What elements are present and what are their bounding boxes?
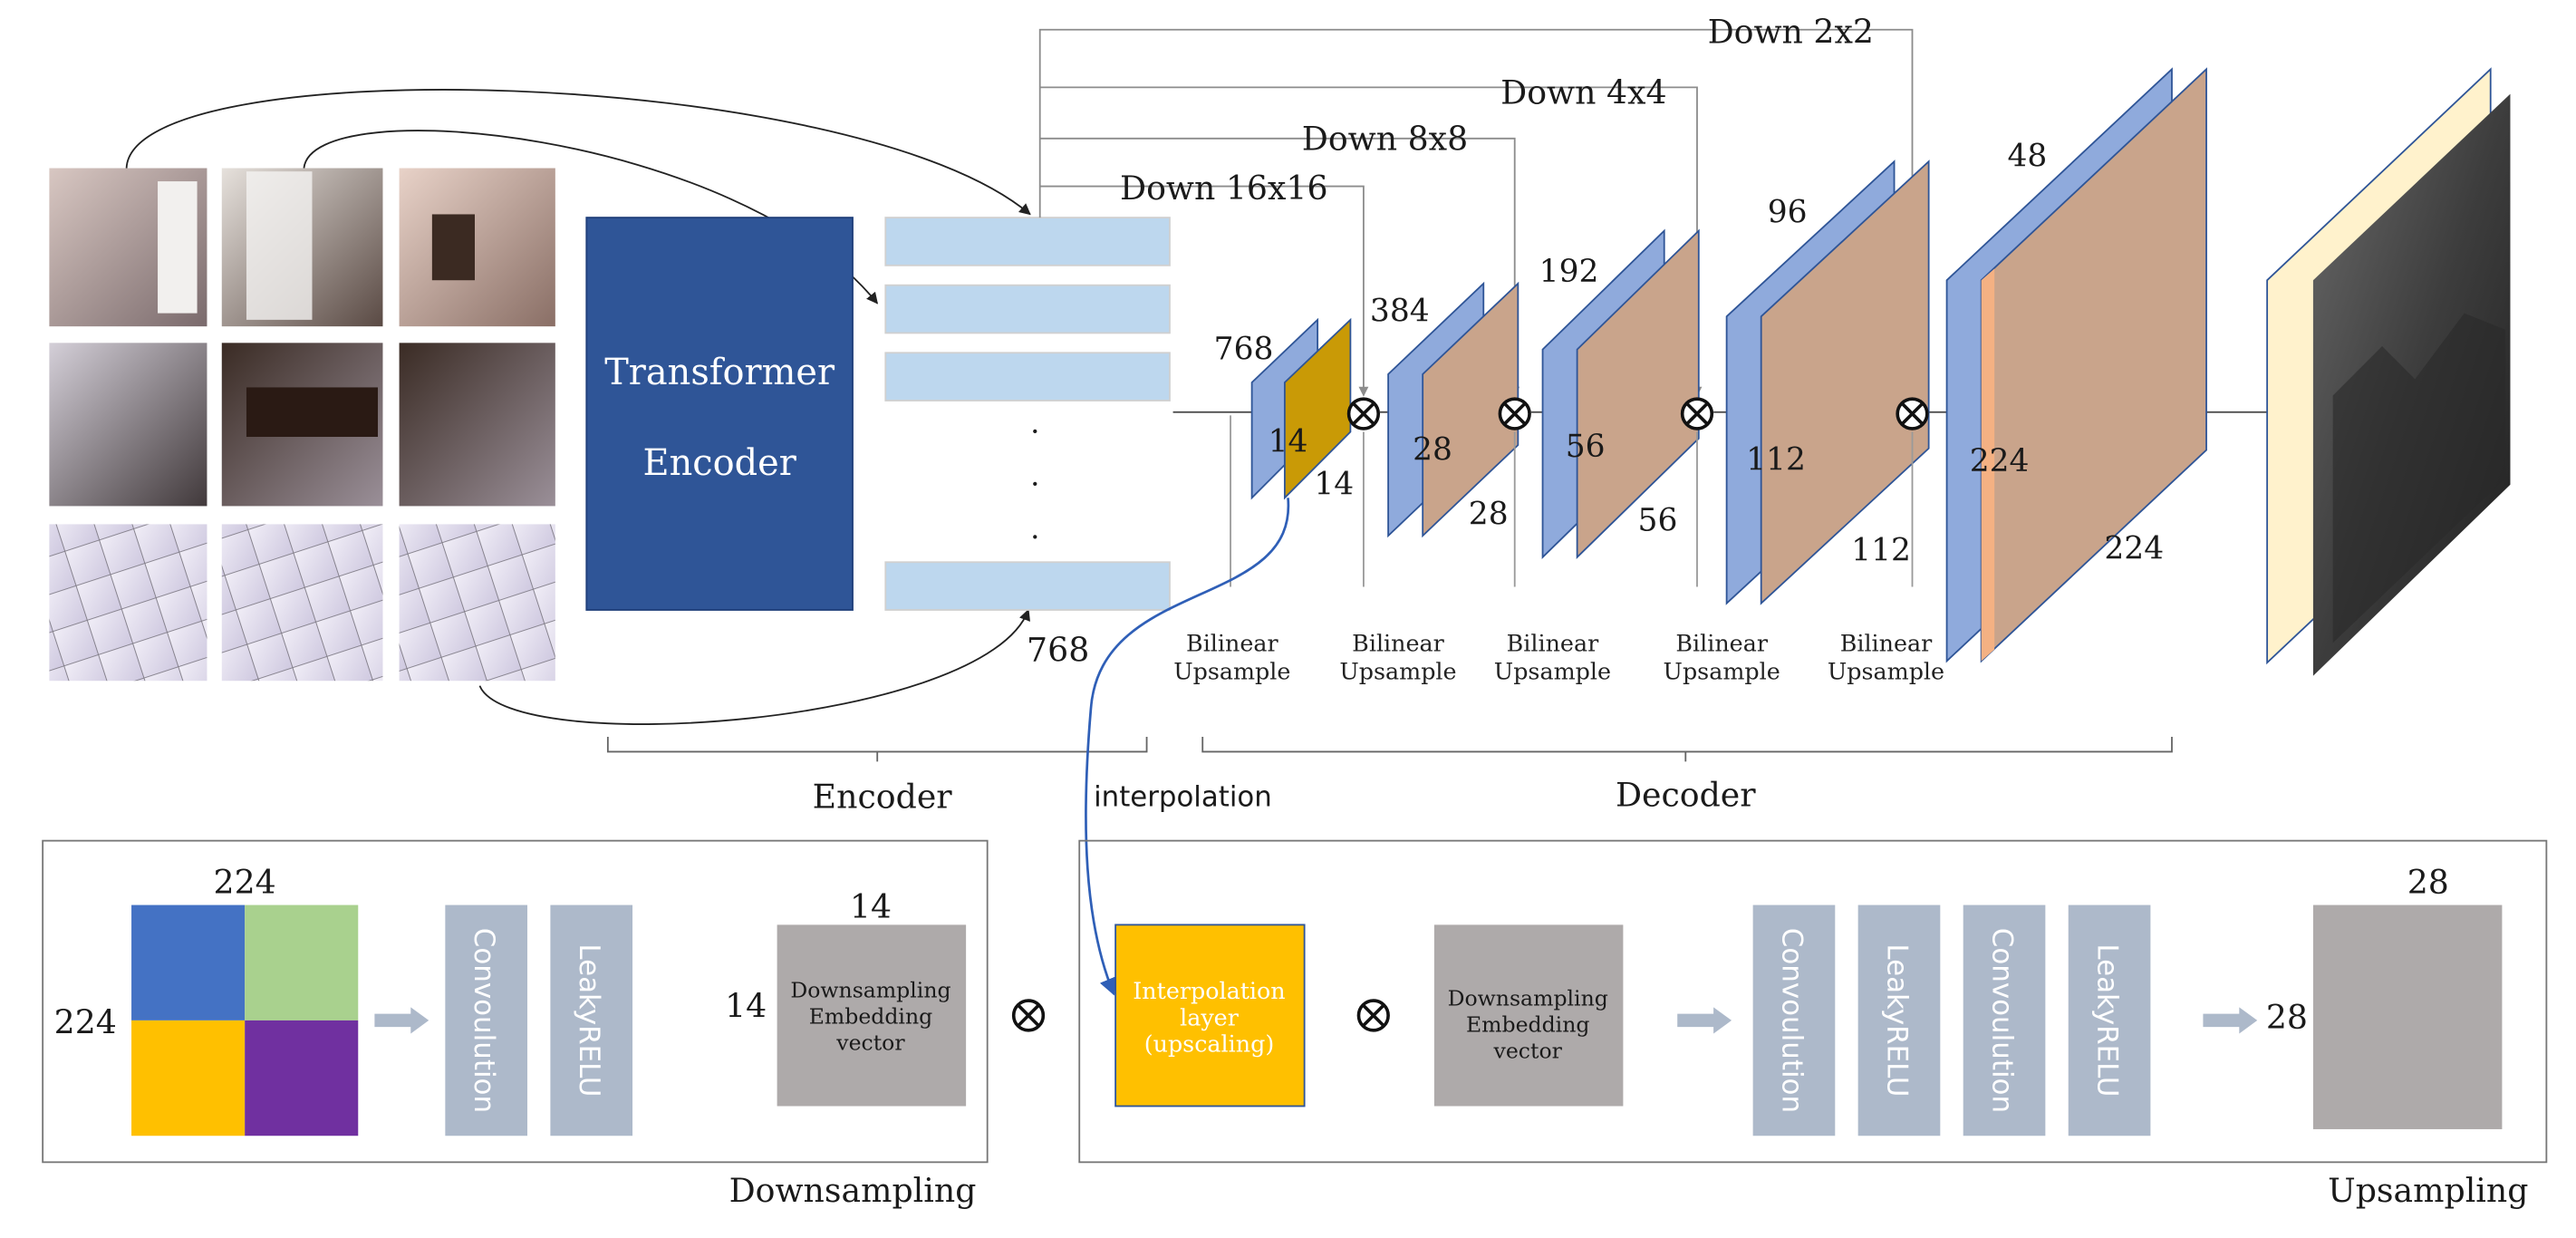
us-relu2-label: LeakyRELU <box>2090 943 2123 1097</box>
quadrant-bottom-right <box>245 1020 359 1136</box>
arrow-right-icon <box>1677 1007 1732 1034</box>
upsampling-section-label: Upsampling <box>2328 1171 2528 1210</box>
out-top-label: 28 <box>2407 863 2449 902</box>
token-dot-1: · <box>1030 414 1039 449</box>
stage3-channels: 192 <box>1539 254 1599 290</box>
otimes-icon <box>1498 397 1531 430</box>
quadrant-top-left <box>131 904 246 1020</box>
interpolation-label: interpolation <box>1094 780 1272 813</box>
upsample-label-4b: Upsample <box>1664 657 1780 684</box>
stage2-width: 28 <box>1469 496 1509 532</box>
embed-left-label: 14 <box>725 986 767 1025</box>
stage4-height: 112 <box>1746 441 1806 478</box>
encoder-section-label: Encoder <box>813 777 953 816</box>
arrow-right-icon <box>374 1007 429 1034</box>
upsampling-panel: Interpolation layer (upscaling) Downsamp… <box>1078 839 2548 1164</box>
ds-conv-label: Convoulution <box>468 928 500 1113</box>
skip-label-down4: Down 4x4 <box>1500 73 1666 112</box>
arrow-right-icon <box>2203 1007 2258 1034</box>
otimes-icon <box>1346 397 1381 430</box>
token-dot-2: · <box>1030 468 1039 502</box>
stage2-channels: 384 <box>1370 294 1430 330</box>
quadrant-top-right <box>245 904 359 1020</box>
upsample-label-4a: Bilinear <box>1675 629 1768 656</box>
interpolation-arrow <box>1085 498 1290 996</box>
encoder-title-line2: Encoder <box>642 442 796 484</box>
upsample-label-3a: Bilinear <box>1507 629 1599 656</box>
token <box>884 352 1171 401</box>
feature-map-stage2 <box>1387 281 1520 538</box>
downsampling-section-label: Downsampling <box>729 1171 977 1210</box>
downsampling-panel: 224 224 Convoulution LeakyRELU 14 14 Dow… <box>42 839 989 1164</box>
upsample-label-1a: Bilinear <box>1186 629 1278 656</box>
feature-map-stage1 <box>1250 317 1352 500</box>
token <box>884 217 1171 266</box>
interp-layer-line2: layer <box>1180 1003 1240 1030</box>
grid-top-label: 224 <box>214 863 276 902</box>
out-left-label: 28 <box>2266 998 2308 1037</box>
skip-label-down16: Down 16x16 <box>1120 169 1328 208</box>
us-conv1-label: Convoulution <box>1775 928 1808 1113</box>
decoder-section-label: Decoder <box>1616 775 1756 814</box>
us-embed-line3: vector <box>1493 1039 1563 1064</box>
section-braces <box>606 737 2173 762</box>
us-embed-line2: Embedding <box>1466 1012 1590 1038</box>
token-dot-3: · <box>1030 520 1039 555</box>
feature-map-stage3 <box>1541 228 1700 559</box>
stage4-width: 112 <box>1851 532 1911 568</box>
encoder-title-line1: Transformer <box>604 352 835 393</box>
stage5-channels: 48 <box>2007 139 2047 175</box>
stage5-height: 224 <box>1970 443 2030 479</box>
stage3-width: 56 <box>1638 503 1678 539</box>
stage1-height: 14 <box>1269 423 1308 459</box>
upsample-label-5b: Upsample <box>1828 657 1944 684</box>
token <box>884 561 1171 611</box>
ds-embed-line2: Embedding <box>809 1004 933 1030</box>
grid-left-label: 224 <box>54 1002 117 1041</box>
upsample-label-3b: Upsample <box>1494 657 1611 684</box>
interp-layer-line1: Interpolation <box>1133 977 1285 1004</box>
quadrant-bottom-left <box>131 1020 246 1136</box>
upsample-label-5a: Bilinear <box>1840 629 1933 656</box>
upsample-labels: Bilinear Upsample Bilinear Upsample Bili… <box>1173 629 1944 684</box>
stage2-height: 28 <box>1413 431 1452 468</box>
stage1-width: 14 <box>1314 467 1354 503</box>
feature-map-stage4 <box>1725 160 1930 605</box>
stage3-height: 56 <box>1566 429 1606 465</box>
token-dim-label: 768 <box>1027 630 1089 669</box>
upsample-label-1b: Upsample <box>1173 657 1290 684</box>
us-embed-line1: Downsampling <box>1448 985 1608 1011</box>
skip-label-down2: Down 2x2 <box>1708 12 1874 51</box>
otimes-icon <box>1356 999 1390 1032</box>
us-conv2-label: Convoulution <box>1985 928 2018 1113</box>
otimes-icon <box>1896 397 1929 430</box>
token <box>884 284 1171 334</box>
otimes-icon <box>1011 999 1046 1032</box>
otimes-icon <box>1680 397 1714 430</box>
interp-layer-line3: (upscaling) <box>1144 1030 1275 1057</box>
skip-label-down8: Down 8x8 <box>1302 119 1468 158</box>
upsample-label-2a: Bilinear <box>1352 629 1444 656</box>
embed-top-label: 14 <box>850 887 892 926</box>
stage4-channels: 96 <box>1768 195 1808 231</box>
upsample-ticks <box>1230 415 1914 587</box>
output-depth-map <box>2266 67 2511 676</box>
us-relu1-label: LeakyRELU <box>1880 943 1913 1097</box>
ds-relu-label: LeakyRELU <box>573 943 605 1097</box>
stage1-channels: 768 <box>1214 331 1274 367</box>
encoder-tokens: · · · 768 <box>884 217 1171 669</box>
upsample-label-2b: Upsample <box>1339 657 1456 684</box>
feature-map-stage5 <box>1945 67 2207 663</box>
ds-embed-line1: Downsampling <box>790 977 950 1002</box>
decoder-multiply-operators <box>1346 397 1929 430</box>
input-image-patches <box>49 168 555 682</box>
ds-embed-line3: vector <box>835 1030 905 1056</box>
transformer-encoder-block: Transformer Encoder <box>585 217 854 611</box>
stage5-width: 224 <box>2104 531 2164 567</box>
